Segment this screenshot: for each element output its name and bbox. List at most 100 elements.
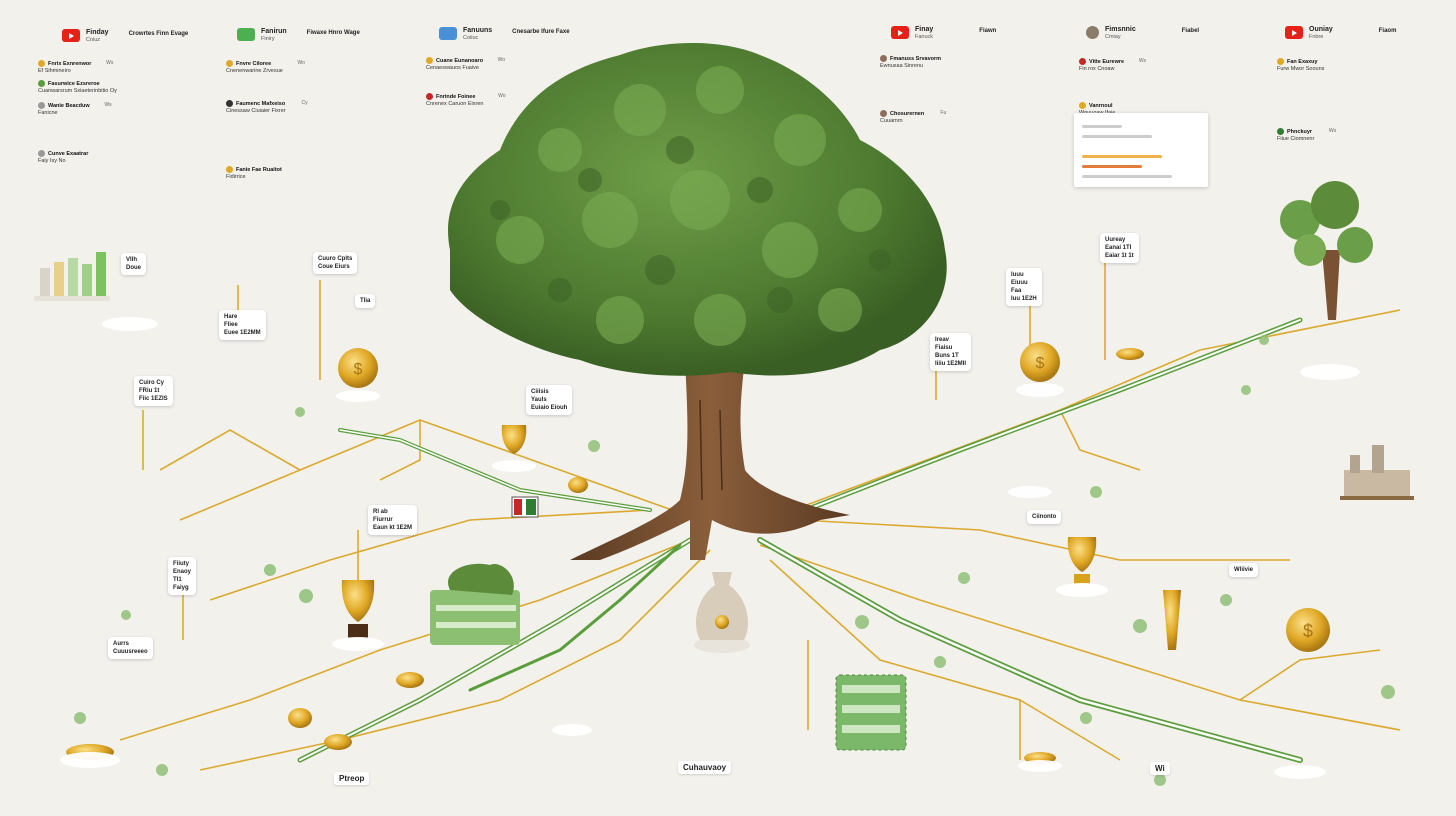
row-heading: Faumenc Mafxeiso [236, 100, 286, 107]
header-title: Fimsnnic [1105, 26, 1136, 33]
header-sub: Cniuz [86, 37, 101, 43]
header-tag: Fiabel [1181, 28, 1200, 34]
row-side: Wo [497, 57, 506, 63]
row-side: Ws [1138, 58, 1147, 64]
row-body: Faiy Isy No [38, 157, 66, 164]
callout-iuuu: Iuuu Eiuuu Faa Iuu 1E2H [1006, 268, 1042, 306]
youtube-icon [62, 29, 80, 42]
gold-paths [119, 260, 1401, 771]
callout-aurrs: Aurrs Cuuusreeeo [108, 637, 153, 659]
feed-row[interactable]: VanrnoulWnuuoaw Ifaie [1079, 102, 1115, 117]
svg-text:$: $ [354, 361, 363, 378]
header-tag: Cnesarbe Ifure Faxe [512, 29, 570, 35]
row-body: Cnrenex Caruon Eixren [426, 100, 484, 107]
money-bag-icon [694, 572, 750, 653]
row-body: Cenaeswauos Fuaive [426, 64, 479, 71]
row-body: Fanicne [38, 109, 58, 116]
youtube-icon [891, 26, 909, 39]
svg-text:$: $ [1036, 355, 1045, 372]
row-heading: Fan Exaxuy [1287, 58, 1318, 65]
row-body: Cnenenwarine Zrvesue [226, 67, 283, 74]
row-heading: Vitte Eurewre [1089, 58, 1125, 65]
callout-ireav: Ireav Fiaisu Buns 1T Iiiiu 1E2MII [930, 333, 972, 371]
coin-icon [226, 166, 233, 173]
row-heading: Fasurwice Ezsreroe [48, 80, 100, 87]
callout-cuuro: Cuuro Cplts Coue Eiurs [313, 252, 358, 274]
callout-wliivie: Wliivie [1229, 563, 1259, 577]
row-body: Cuuamrn [880, 117, 903, 124]
coin-icon [1277, 58, 1284, 65]
youtube-icon [1285, 26, 1303, 39]
callout-hare: Hare Fliee Euee 1E2MM [219, 310, 266, 340]
header-title: Fanirun [261, 28, 287, 35]
label-cuhauvay: Cuhauvaoy [678, 761, 732, 774]
row-body: Wnuuoaw Ifaie [1079, 110, 1115, 116]
app-icon [237, 28, 255, 41]
row-body: Ef Sihmineiro [38, 67, 71, 74]
row-body: Fiiue Ciomnenr [1277, 135, 1315, 142]
coin-icon [1079, 102, 1086, 109]
row-heading: Wanie Beacduw [48, 102, 90, 109]
avatar [1086, 26, 1099, 39]
row-heading: Fmanuss Srvavorm [890, 55, 942, 62]
row-heading: Cunve Exaatrar [48, 150, 89, 157]
row-body: Ewnuxaa Sinrenu [880, 62, 924, 69]
header-sub: Fanuck [915, 34, 934, 40]
header-sub: Finiry [261, 36, 275, 42]
row-heading: Phnckuyr [1287, 128, 1313, 135]
leaf-icon [38, 80, 45, 87]
callout-fiiny: Fiiuty Enaoy TI1 Faiyg [168, 557, 197, 595]
header-tag: Fiawn [979, 28, 997, 34]
label-wi: Wi [1150, 762, 1170, 775]
green-conduits [297, 317, 1303, 763]
scattered-leaves [74, 335, 1395, 786]
row-body: Fin rox Cnoaw [1079, 65, 1115, 72]
leaf-icon [1277, 128, 1284, 135]
row-heading: Fanie Fae Ruaitot [236, 166, 282, 173]
header-tag: Fiwaxe Hnro Wage [306, 30, 360, 36]
row-body: Fidirrice [226, 173, 246, 180]
trophy-icons [341, 425, 1181, 650]
pedestals [60, 317, 1360, 779]
cash-stack-icon [835, 674, 907, 751]
callout-cuiro: Cuiro Cy FRiu 1t Fiic 1EZIS [134, 376, 173, 406]
header-title: Finday [86, 29, 109, 36]
header-sub: Fnbre [1309, 34, 1324, 40]
coin-icon [38, 60, 45, 67]
row-body: Cinessaw Ciuiaier Fixrer [226, 107, 286, 114]
row-heading: Fnrinde Foinee [436, 93, 476, 100]
avatar [880, 110, 887, 117]
callout-vlm: VIlh Doue [121, 253, 146, 275]
dot-icon [1079, 58, 1086, 65]
header-tag: Fiaom [1378, 28, 1397, 34]
row-side: Fu [940, 110, 947, 116]
header-title: Finay [915, 26, 934, 33]
callout-center: Ciiisis Yauls Euiaio Eiouh [526, 385, 573, 415]
coin-icon [426, 57, 433, 64]
flag-icon [511, 496, 539, 518]
row-side: Ws [106, 60, 114, 66]
row-body: Furw Mwor Soouns [1277, 65, 1325, 72]
gold-coins: $ $ $ [66, 342, 1330, 764]
